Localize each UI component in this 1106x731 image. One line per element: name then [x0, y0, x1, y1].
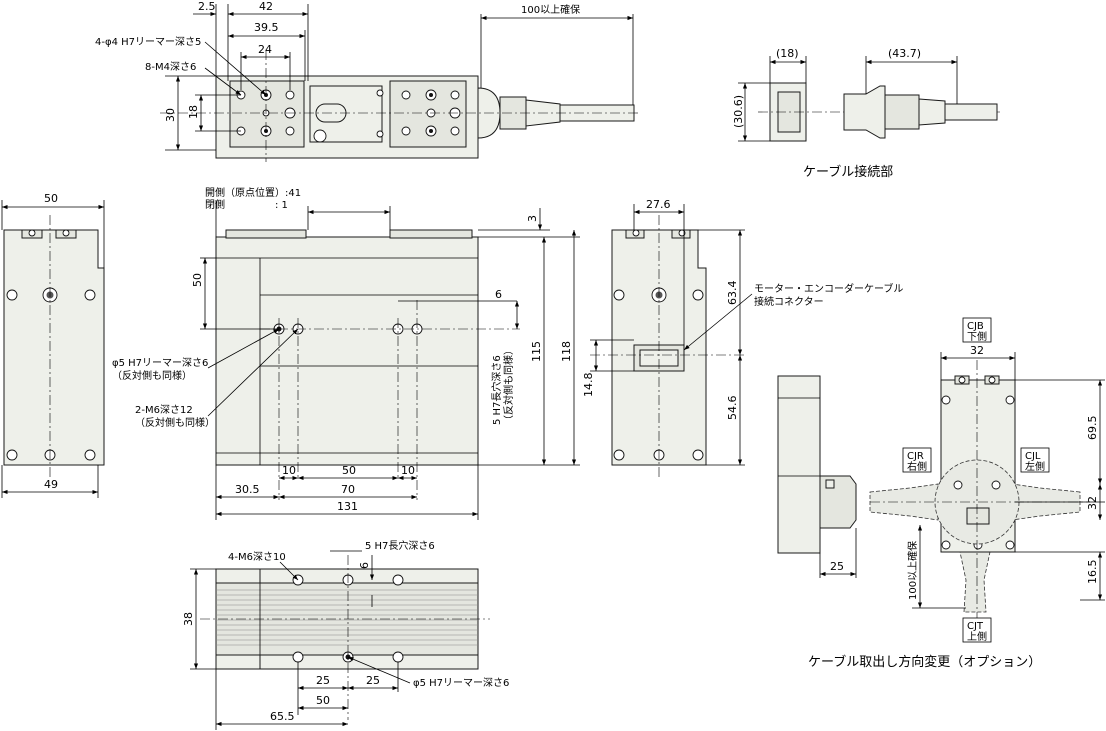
dim-6-front: 6 [495, 288, 502, 301]
note-m6-front-a: 2-M6深さ12 [135, 404, 193, 416]
dim-25-a: 25 [316, 674, 330, 687]
dim-32-top: 32 [970, 344, 984, 357]
dim-70: 70 [341, 483, 355, 496]
dim-54-6: 54.6 [726, 396, 739, 421]
connector-caption: ケーブル接続部 [803, 164, 893, 180]
label-cjr-code: CJR [907, 451, 924, 462]
front-body [215, 236, 479, 466]
cable-option-side-body [777, 375, 821, 554]
note-slot-bottom: 5 H7長穴深さ6 [365, 539, 435, 552]
dim-2-5: 2.5 [198, 0, 216, 13]
dim-18: 18 [187, 105, 200, 119]
front-view: 開側（原点位置）:41 閉側 : 1 50 3 6 115 118 5 H7長穴… [112, 186, 580, 520]
dim-118: 118 [560, 341, 573, 362]
note-slot-front-a: 5 H7長穴深さ6 [490, 355, 503, 425]
label-cjl-code: CJL [1025, 451, 1041, 462]
dim-24: 24 [258, 43, 272, 56]
label-cjb-side: 下側 [967, 330, 987, 343]
dim-50-bottom: 50 [316, 694, 330, 707]
note-reamer-bottom: φ5 H7リーマー深さ6 [413, 677, 509, 689]
note-m6-front-b: （反対側も同様） [135, 416, 215, 429]
label-cjr-side: 右側 [907, 460, 927, 473]
dim-10-a: 10 [282, 464, 296, 477]
note-m6-bottom: 4-M6深さ10 [228, 551, 286, 563]
side-view: 27.6 63.4 54.6 14.8 モーター・エンコーダーケーブル 接続コネ… [582, 198, 903, 480]
dim-32-right: 32 [1086, 496, 1099, 510]
dim-49-left: 49 [44, 478, 58, 491]
cable-cjr [869, 483, 939, 521]
stroke-closed-label: 閉側 : 1 [205, 198, 288, 211]
dim-6-bottom: 6 [358, 562, 371, 569]
label-cjt-side: 上側 [967, 630, 987, 643]
dim-14-8: 14.8 [582, 373, 595, 398]
dim-50-left: 50 [44, 192, 58, 205]
connector-view: (18) (30.6) (43.7) ケーブル接続部 [732, 47, 1000, 180]
dim-27-6: 27.6 [646, 198, 671, 211]
dim-115: 115 [530, 341, 543, 362]
dim-30-5: 30.5 [235, 483, 260, 496]
dim-25-opt: 25 [830, 560, 844, 573]
label-cjl: CJL 左側 [1020, 447, 1050, 473]
note-reamer-4: 4-φ4 H7リーマー深さ5 [95, 36, 201, 48]
cable-option-side: 25 [777, 375, 857, 578]
cable-cjt [959, 551, 991, 613]
dim-100-secure: 100以上確保 [521, 3, 580, 16]
dim-131: 131 [337, 500, 358, 513]
dim-16-5: 16.5 [1086, 560, 1099, 585]
dim-3-front: 3 [526, 215, 539, 222]
dim-50-front: 50 [191, 273, 204, 287]
top-screw [313, 129, 327, 143]
left-view: 50 49 [1, 192, 105, 498]
note-motor-a: モーター・エンコーダーケーブル [754, 282, 903, 295]
dim-42: 42 [259, 0, 273, 13]
dim-18-conn: (18) [776, 47, 799, 60]
top-holes-right [401, 89, 461, 137]
label-cjt-code: CJT [967, 621, 984, 632]
dim-39-5: 39.5 [254, 21, 279, 34]
dim-69-5: 69.5 [1086, 416, 1099, 441]
bottom-view: 38 4-M6深さ10 5 H7長穴深さ6 6 25 25 50 65.5 φ5… [182, 539, 509, 730]
label-cjb: CJB 下側 [962, 317, 992, 343]
note-motor-b: 接続コネクター [754, 295, 824, 308]
note-m4: 8-M4深さ6 [145, 61, 196, 73]
cable-option-front: 32 69.5 32 16.5 100以上確保 CJB 下側 CJR 右側 CJ… [808, 317, 1105, 670]
connector-side-grip [884, 94, 920, 130]
top-view: 2.5 42 39.5 24 100以上確保 30 18 4-φ4 H7リーマー… [95, 0, 640, 162]
note-reamer-front-a: φ5 H7リーマー深さ6 [112, 357, 208, 369]
dim-100-option: 100以上確保 [906, 541, 919, 600]
stroke-open-label: 開側（原点位置）:41 [205, 186, 301, 199]
dim-30-6: (30.6) [732, 95, 745, 128]
connector-side [843, 85, 886, 139]
note-slot-front-b: （反対側も同様） [502, 345, 515, 425]
dim-65-5: 65.5 [270, 710, 295, 723]
label-cjt: CJT 上側 [962, 617, 992, 643]
label-cjl-side: 左側 [1025, 460, 1045, 473]
dim-30: 30 [164, 108, 177, 122]
note-reamer-front-b: （反対側も同様） [112, 369, 192, 382]
dim-25-b: 25 [366, 674, 380, 687]
left-body [3, 229, 105, 466]
dim-10-b: 10 [401, 464, 415, 477]
label-cjb-code: CJB [967, 321, 984, 332]
dim-63-4: 63.4 [726, 281, 739, 306]
dim-50-b: 50 [342, 464, 356, 477]
label-cjr: CJR 右側 [902, 447, 932, 473]
dim-43-7: (43.7) [888, 47, 921, 60]
dim-38: 38 [182, 612, 195, 626]
cable-option-caption: ケーブル取出し方向変更（オプション） [808, 654, 1041, 670]
top-holes-left [236, 89, 296, 137]
